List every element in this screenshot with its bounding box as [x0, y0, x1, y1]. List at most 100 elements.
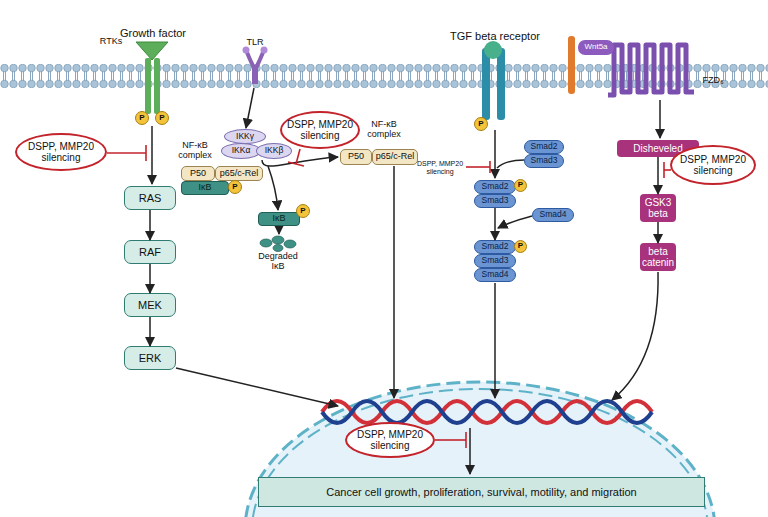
node-text: Smad3 — [531, 156, 558, 165]
tlr-receptor — [243, 47, 268, 85]
dna-helix — [322, 401, 652, 423]
nucleus-outer — [245, 382, 715, 517]
node-text: Smad2 — [482, 182, 509, 191]
flow-arrow — [176, 368, 338, 406]
text-label: Degraded IκB — [254, 252, 302, 272]
text-label: FZD₆ — [700, 76, 726, 86]
node-text: P — [518, 181, 523, 190]
fragment — [284, 240, 296, 248]
silencing-ellipse: DSPP, MMP20 silencing — [15, 133, 107, 171]
inhibition-line — [466, 166, 490, 168]
node-text: P — [159, 114, 164, 123]
flow-arrow — [268, 166, 278, 210]
flow-arrow — [246, 88, 254, 128]
text-label: DSPP, MMP20 silencing — [414, 160, 466, 175]
phospho-circle: P — [135, 111, 149, 125]
node-text: IκB — [198, 183, 211, 193]
node-text: Smad2 — [482, 242, 509, 251]
text-label: NF-κB complex — [362, 120, 406, 140]
flow-connector — [657, 222, 659, 243]
flow-arrow — [469, 428, 471, 474]
wnt-pathway-box: beta catenin — [640, 243, 676, 271]
phospho-circle: P — [514, 179, 527, 192]
tgf-ligand — [484, 41, 502, 59]
receptor-chain — [256, 50, 264, 84]
node-text: Wnt5a — [584, 43, 607, 52]
receptor-chain — [497, 48, 505, 120]
flow-connector — [149, 317, 151, 346]
flow-connector — [149, 264, 151, 293]
ikk-subunit: IKKγ — [224, 129, 266, 144]
node-text: RAF — [139, 246, 161, 258]
text-label: TGF beta receptor — [440, 30, 550, 42]
dna-strand — [322, 401, 652, 423]
ikk-subunit: IKKβ — [256, 143, 292, 159]
inhibition-line — [435, 439, 466, 441]
dna-strand — [322, 401, 652, 423]
ikk-subunit: IKKα — [221, 143, 261, 159]
node-text: Smad4 — [482, 270, 509, 279]
nfkb-subunit: P50 — [181, 166, 215, 181]
wnt-ligand: Wnt5a — [578, 40, 614, 55]
node-text: P — [300, 207, 305, 216]
frizzled-receptor — [608, 45, 694, 95]
rtk-receptor — [136, 42, 168, 114]
node-text: p65/c-Rel — [220, 169, 259, 179]
node-text: Cancer cell growth, proliferation, survi… — [326, 486, 636, 498]
phospho-circle: P — [228, 180, 242, 194]
phospho-circle: P — [514, 240, 527, 253]
pathway-arrows — [152, 88, 660, 474]
node-text: IKKβ — [265, 146, 284, 155]
node-text: MEK — [138, 299, 162, 311]
phospho-circle: P — [155, 111, 169, 125]
flow-arrow — [498, 216, 532, 228]
growth-factor-ligand — [136, 42, 168, 60]
flow-connector — [494, 208, 496, 240]
receptor-chain — [154, 58, 160, 114]
node-text: DSPP, MMP20 silencing — [672, 154, 754, 176]
silencing-ellipse: DSPP, MMP20 silencing — [345, 422, 435, 458]
kinase-box: RAF — [124, 240, 176, 264]
node-text: IKKα — [232, 146, 251, 155]
ikb-box: IκB — [258, 212, 300, 226]
kinase-box: ERK — [124, 346, 176, 370]
smad-protein: Smad4 — [532, 208, 574, 222]
flow-arrow — [612, 272, 658, 400]
node-text: ERK — [139, 352, 162, 364]
flow-arrow — [497, 160, 524, 168]
node-text: Smad4 — [540, 210, 567, 219]
smad-protein: Smad4 — [474, 268, 516, 282]
receptor-chain — [246, 50, 254, 84]
flow-arrow — [151, 126, 153, 184]
node-text: DSPP, MMP20 silencing — [282, 119, 358, 141]
smad-protein: Smad2 — [474, 240, 516, 254]
inhibition-line — [296, 149, 300, 164]
smad-protein: Smad2 — [474, 180, 516, 194]
inhibition-bars — [107, 145, 671, 448]
fragment — [273, 245, 283, 252]
silencing-ellipse: DSPP, MMP20 silencing — [280, 111, 360, 149]
ikb-box: IκB — [181, 181, 229, 195]
inhibition-line — [107, 152, 146, 154]
flow-connector — [149, 210, 151, 240]
kinase-box: MEK — [124, 293, 176, 317]
smad-protein: Smad2 — [524, 140, 564, 154]
flow-connector — [657, 157, 659, 194]
node-text: P — [478, 120, 483, 129]
flow-arrow — [278, 227, 280, 234]
nfkb-subunit: P50 — [340, 149, 372, 165]
receptor-head — [243, 47, 250, 54]
node-text: beta catenin — [640, 246, 676, 268]
wnt-coreceptor — [568, 36, 575, 94]
node-text: IKKγ — [236, 132, 254, 141]
receptor-chain — [145, 58, 151, 114]
phospho-circle: P — [474, 117, 488, 131]
node-text: P — [518, 242, 523, 251]
node-text: Disheveled — [633, 143, 682, 154]
inhibition-bar — [288, 162, 304, 166]
inhibition-bar — [489, 161, 491, 173]
inhibition-bar — [145, 145, 147, 161]
receptor-head — [261, 47, 268, 54]
flow-arrow — [659, 100, 661, 138]
node-text: DSPP, MMP20 silencing — [17, 141, 105, 163]
